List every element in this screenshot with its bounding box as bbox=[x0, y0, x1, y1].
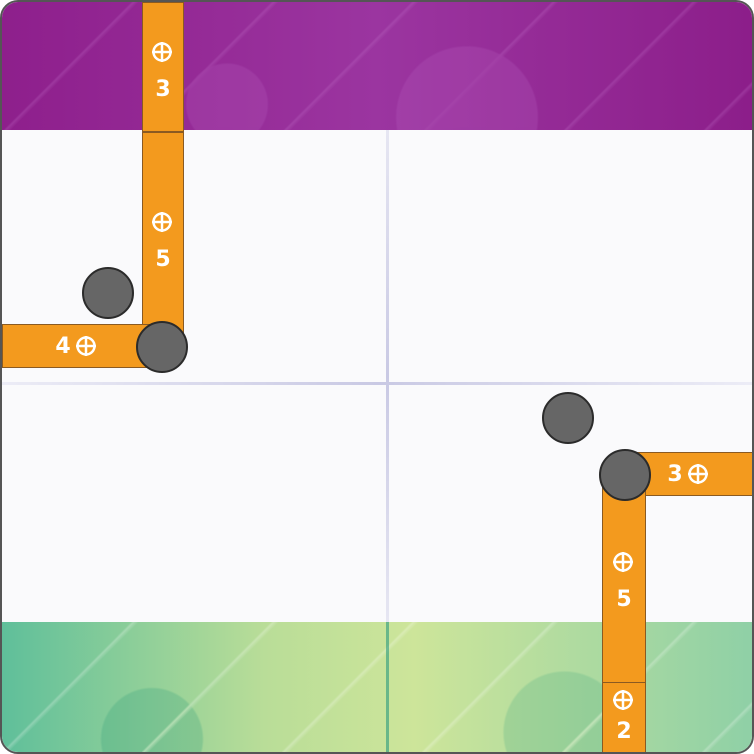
junction-node-right-corner[interactable] bbox=[599, 449, 651, 501]
wire-cost-label: 3 bbox=[667, 462, 683, 487]
grid-line-horizontal bbox=[2, 382, 752, 385]
wire-left-vertical-top[interactable]: 3 bbox=[142, 2, 184, 132]
wire-right-vertical-bottom[interactable]: 2 bbox=[602, 682, 646, 752]
crosshair-icon bbox=[76, 336, 96, 356]
junction-node-left-corner[interactable] bbox=[136, 321, 188, 373]
wire-left-vertical-mid[interactable]: 5 bbox=[142, 132, 184, 346]
crosshair-icon bbox=[152, 212, 172, 232]
grid-line-vertical bbox=[386, 130, 389, 622]
junction-node-left-upper[interactable] bbox=[82, 267, 134, 319]
crosshair-icon bbox=[688, 464, 708, 484]
crosshair-icon bbox=[613, 690, 633, 710]
wire-cost-label: 2 bbox=[616, 719, 632, 744]
wire-cost-label: 5 bbox=[616, 587, 632, 612]
wire-right-vertical-mid[interactable]: 5 bbox=[602, 474, 646, 684]
grid-line-vertical-bottom bbox=[386, 622, 389, 752]
crosshair-icon bbox=[152, 42, 172, 62]
wire-cost-label: 4 bbox=[55, 334, 71, 359]
crosshair-icon bbox=[613, 552, 633, 572]
junction-node-right-upper[interactable] bbox=[542, 392, 594, 444]
wire-cost-label: 5 bbox=[155, 247, 171, 272]
top-zone bbox=[2, 2, 752, 130]
wire-cost-label: 3 bbox=[155, 77, 171, 102]
